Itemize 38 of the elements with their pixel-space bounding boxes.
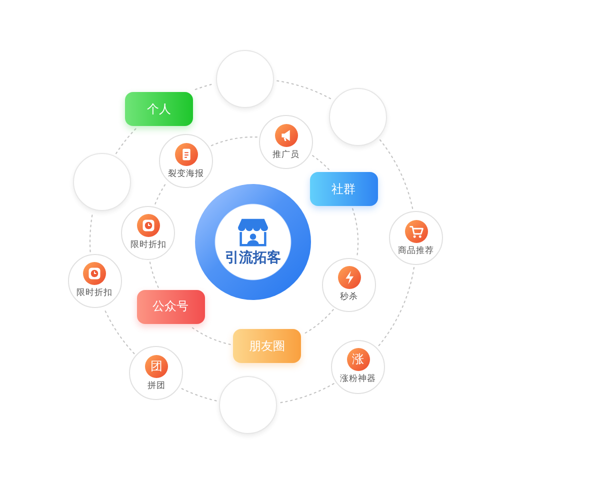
feature-circle [331, 340, 385, 394]
orbit-arc [279, 383, 334, 404]
faded-circle [328, 88, 387, 146]
feature-label: 推广员 [272, 150, 300, 161]
orbit-arc [154, 182, 167, 204]
channel-tag: 社群 [310, 172, 378, 206]
feature-label: 商品推荐 [398, 246, 434, 256]
channel-tag: 朋友圈 [233, 329, 302, 364]
orbit-arc [194, 83, 214, 90]
feature-circle [159, 134, 214, 188]
orbit-arc [379, 139, 414, 210]
orbit-arc [303, 309, 334, 334]
orbit-arc [149, 262, 159, 288]
character-disc: 涨 [346, 348, 370, 372]
orbit-arc [312, 155, 330, 170]
feature-label: 限时折扣 [76, 288, 113, 300]
feature-label: 涨粉神器 [340, 374, 376, 386]
feature-circle [389, 211, 443, 265]
orbit-arc [352, 208, 359, 257]
feature-label: 裂变海报 [168, 168, 204, 180]
orbit-arc [104, 308, 135, 354]
feature-circle [129, 346, 184, 400]
feature-label: 秒杀 [340, 292, 358, 303]
hub-title: 引流拓客 [225, 250, 281, 267]
orbit-arc [276, 80, 332, 100]
orbit-arc [180, 388, 217, 402]
orbit-arc [190, 326, 231, 346]
orbit-arc [116, 128, 136, 154]
feature-label: 拼团 [147, 380, 166, 392]
feature-circle [322, 258, 376, 312]
character-disc: 团 [144, 354, 168, 378]
channel-tag: 个人 [124, 92, 193, 126]
orbit-arc [89, 212, 94, 252]
feature-label: 限时折扣 [130, 240, 166, 252]
orbit-arc [210, 136, 258, 146]
faded-circle [72, 152, 131, 211]
channel-tag: 公众号 [136, 290, 204, 324]
orbit-arc [378, 266, 415, 346]
